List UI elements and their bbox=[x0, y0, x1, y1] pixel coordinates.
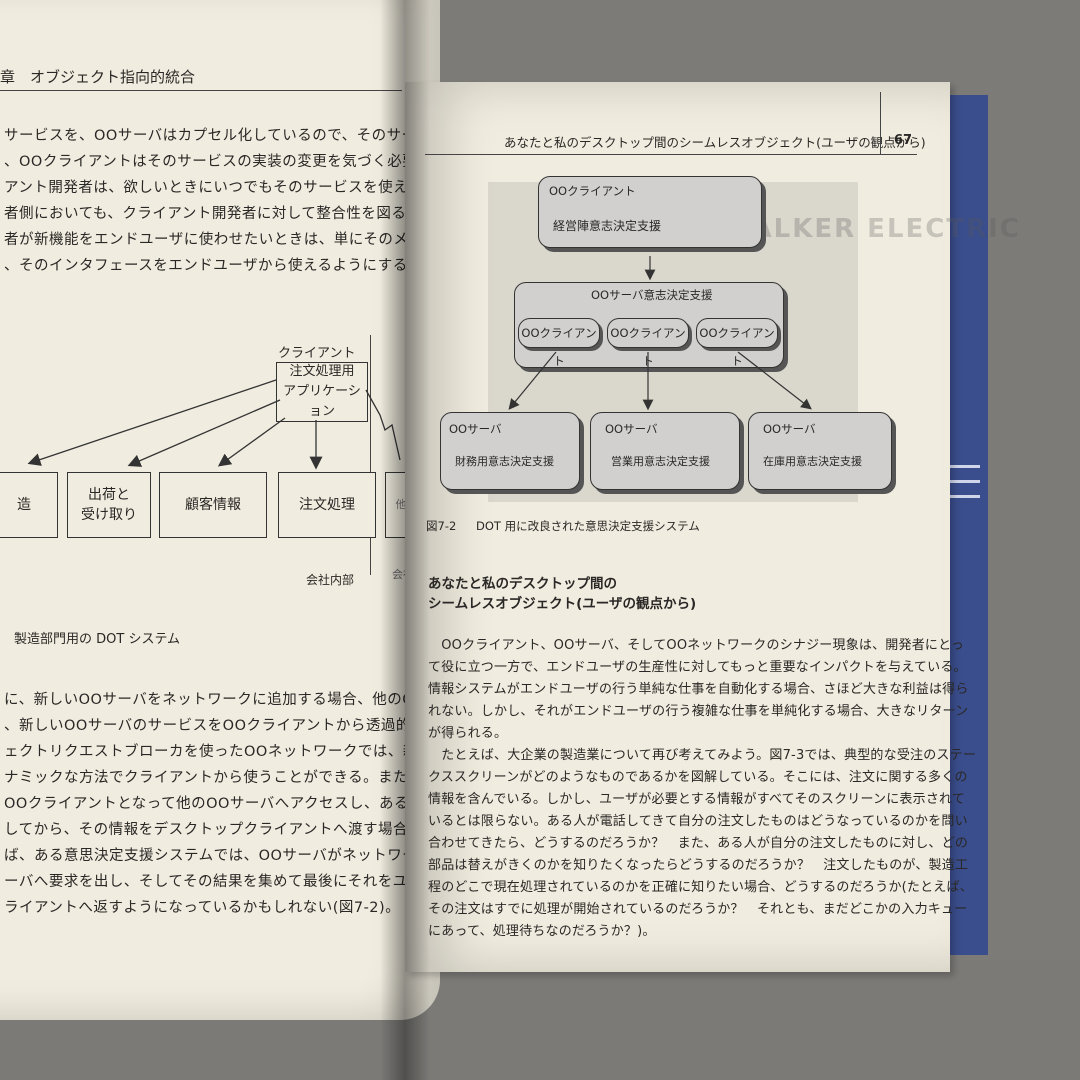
figure-caption-text: DOT 用に改良された意思決定支援システム bbox=[476, 519, 700, 533]
text-line: に、新しいOOサーバをネットワークに追加する場合、他のOOサーバ bbox=[4, 692, 471, 708]
left-page-header: 章 オブジェクト指向的統合 bbox=[0, 68, 196, 86]
text-line: 者側においても、クライアント開発者に対して整合性を図る必要はな bbox=[4, 206, 467, 222]
text-line: が得られる。 bbox=[428, 726, 508, 741]
text-line: にあって、処理待ちなのだろうか？)。 bbox=[428, 924, 656, 939]
box-label: 注文処理 bbox=[299, 497, 355, 513]
text-line: ナミックな方法でクライアントから使うことができる。また実際のとこ bbox=[4, 770, 484, 786]
text-line: いるとは限らない。ある人が電話してきて自分の注文したものはどうなっているのかを問… bbox=[428, 814, 968, 829]
page-number-rule bbox=[880, 92, 881, 154]
figure-caption-number: 図7-2 bbox=[426, 519, 457, 533]
text-line: アント開発者は、欲しいときにいつでもそのサービスを使える bbox=[4, 180, 423, 196]
diagram-arrows bbox=[27, 379, 401, 470]
text-line: してから、その情報をデスクトップクライアントへ渡す場合がある bbox=[4, 822, 453, 838]
boundary-line bbox=[370, 335, 371, 575]
text-line: ライアントへ返すようになっているかもしれない(図7-2)。 bbox=[4, 900, 401, 916]
order-processing-box: 注文処理 bbox=[278, 472, 376, 538]
text-line: 、OOクライアントはそのサービスの実装の変更を気づく必要はない bbox=[4, 154, 463, 170]
text-line: その注文はすでに処理が開始されているのだろうか？ それとも、まだどこかの入力キュ… bbox=[428, 902, 968, 917]
text-line: サービスを、OOサーバはカプセル化しているので、そのサービスを bbox=[4, 128, 462, 144]
inventory-server-box: OOサーバ 在庫用意志決定支援 bbox=[748, 412, 892, 490]
manufacturing-box: 造 bbox=[0, 472, 58, 538]
text-line: て役に立つ一方で、エンドユーザの生産性に対してもっと重要なインパクトを与えている… bbox=[428, 660, 967, 675]
text-line: ェクトリクエストブローカを使ったOOネットワークでは、新しいサーバ bbox=[4, 744, 493, 760]
inner-client-pill: OOクライアント bbox=[518, 318, 600, 368]
shipping-box: 出荷と受け取り bbox=[67, 472, 151, 538]
box-title: OOサーバ bbox=[763, 422, 816, 436]
text-line: 情報を含んでいる。しかし、ユーザが必要とする情報がすべてそのスクリーンに表示され… bbox=[428, 792, 966, 807]
box-label: 造 bbox=[17, 497, 31, 513]
box-title: OOサーバ bbox=[449, 422, 502, 436]
book-gutter-shadow bbox=[380, 0, 430, 1080]
box-label: 顧客情報 bbox=[185, 497, 241, 513]
running-head: あなたと私のデスクトップ間のシームレスオブジェクト(ユーザの観点から) bbox=[504, 135, 926, 150]
text-line: ーバへ要求を出し、そしてその結果を集めて最後にそれをユーザの bbox=[4, 874, 453, 890]
running-head-rule bbox=[425, 154, 917, 155]
order-app-box: 注文処理用アプリケーション bbox=[276, 362, 368, 422]
left-figure-caption: 製造部門用の DOT システム bbox=[14, 632, 181, 647]
text-line: たとえば、大企業の製造業について再び考えてみよう。図7-3では、典型的な受注のス… bbox=[428, 748, 977, 763]
text-line: れない。しかし、それがエンドユーザの行う複雑な仕事を単純化する場合、大きなリター… bbox=[428, 704, 969, 719]
customer-info-box: 顧客情報 bbox=[159, 472, 267, 538]
text-line: 者が新機能をエンドユーザに使わせたいときは、単にそのメソッドを bbox=[4, 232, 469, 248]
watermark: WALKER ELECTRIC bbox=[722, 214, 1021, 244]
text-line: 部品は替えがきくのかを知りたくなったらどうするのだろうか？ 注文したものが、製造… bbox=[428, 858, 969, 873]
text-line: 合わせてきたら、どうするのだろうか？ また、ある人が自分の注文したものに対し、ど… bbox=[428, 836, 969, 851]
text-line: 、そのインタフェースをエンドユーザから使えるようにするだけで bbox=[4, 258, 453, 274]
left-header-rule bbox=[0, 90, 402, 91]
sales-server-box: OOサーバ 営業用意志決定支援 bbox=[590, 412, 740, 490]
box-label: 受け取り bbox=[81, 507, 137, 523]
section-heading-line: シームレスオブジェクト(ユーザの観点から) bbox=[428, 596, 697, 612]
text-line: OOクライアントとなって他のOOサーバへアクセスし、ある情報 bbox=[4, 796, 440, 812]
text-line: OOクライアント、OOサーバ、そしてOOネットワークのシナジー現象は、開発者にと… bbox=[428, 638, 965, 653]
text-line: ば、ある意思決定支援システムでは、OOサーバがネットワーク上 bbox=[4, 848, 448, 864]
client-label: クライアント bbox=[278, 346, 356, 361]
inner-client-pill: OOクライアント bbox=[696, 318, 778, 368]
finance-server-box: OOサーバ 財務用意志決定支援 bbox=[440, 412, 580, 490]
box-title: OOクライアント bbox=[549, 184, 636, 198]
app-box-line: 注文処理用 bbox=[289, 364, 355, 379]
text-line: 、新しいOOサーバのサービスをOOクライアントから透過的に使うこ bbox=[4, 718, 471, 734]
figure-arrows bbox=[508, 256, 812, 411]
cover-stripe bbox=[944, 480, 980, 483]
text-line: クススクリーンがどのようなものであるかを図解している。そこには、注文に関する多く… bbox=[428, 770, 968, 785]
top-client-box: OOクライアント 経営陣意志決定支援 bbox=[538, 176, 762, 248]
box-label: 出荷と bbox=[88, 487, 130, 503]
box-title: OOサーバ意志決定支援 bbox=[591, 288, 713, 302]
text-line: 情報システムがエンドユーザの行う単純な仕事を自動化する場合、さほど大きな利益は得… bbox=[428, 682, 969, 697]
box-label: 他 bbox=[396, 495, 407, 515]
company-internal-label: 会社内部 bbox=[306, 573, 355, 587]
box-subtitle: 在庫用意志決定支援 bbox=[763, 455, 862, 468]
cover-stripe bbox=[944, 495, 980, 498]
text-line: 程のどこで現在処理されているのかを正確に知りたい場合、どうするのだろうか(たとえ… bbox=[428, 880, 973, 895]
inner-client-pill: OOクライアント bbox=[607, 318, 689, 368]
cover-stripe bbox=[944, 465, 980, 468]
box-title: OOサーバ bbox=[605, 422, 658, 436]
box-subtitle: 営業用意志決定支援 bbox=[611, 455, 710, 468]
app-box-line: アプリケーション bbox=[283, 384, 361, 419]
box-subtitle: 財務用意志決定支援 bbox=[455, 455, 554, 468]
box-subtitle: 経営陣意志決定支援 bbox=[553, 219, 662, 233]
section-heading-line: あなたと私のデスクトップ間の bbox=[428, 576, 617, 592]
page-number: 67 bbox=[894, 133, 913, 148]
